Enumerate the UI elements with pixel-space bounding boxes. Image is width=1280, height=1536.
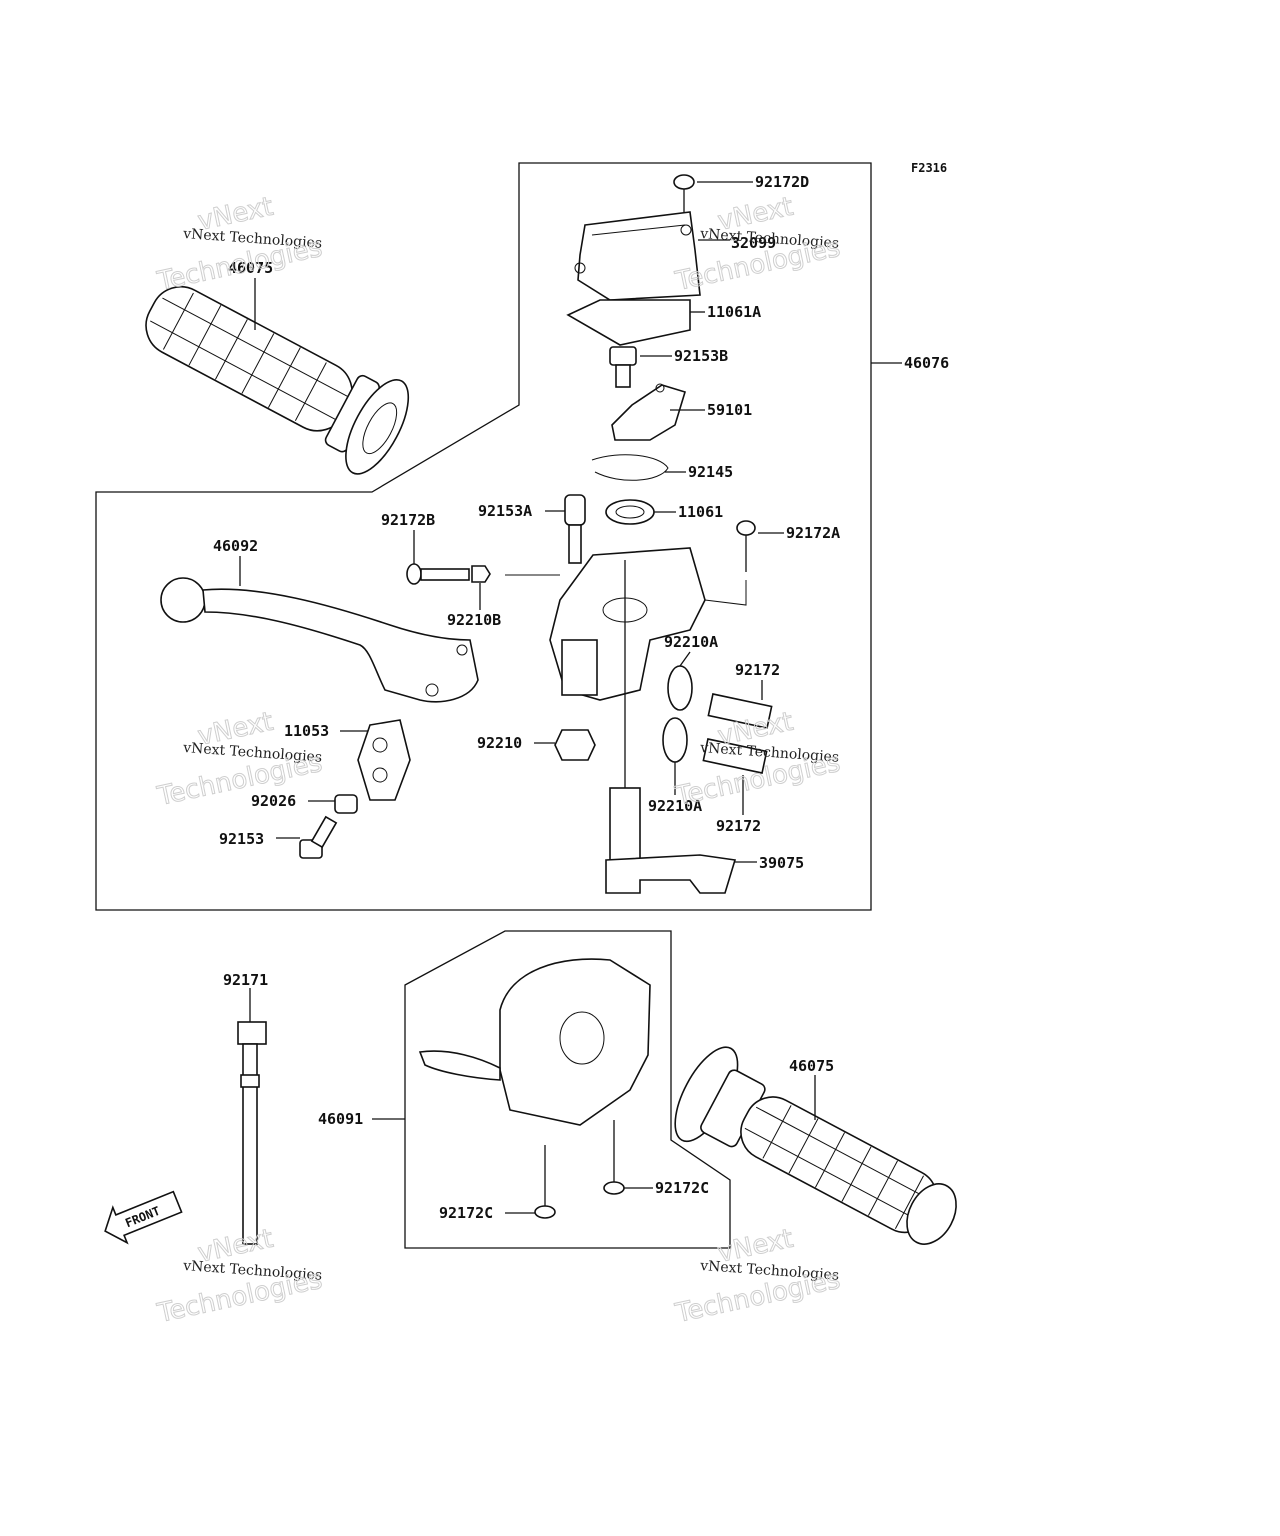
- label-92210A-top: 92210A: [664, 633, 718, 651]
- gasket: [566, 299, 691, 346]
- clamp-11053: [357, 719, 411, 801]
- label-92172A: 92172A: [786, 524, 840, 542]
- washer-11061: [605, 499, 655, 525]
- label-92172-bottom: 92172: [716, 817, 761, 835]
- assembly-outline: [95, 162, 872, 911]
- label-92210B: 92210B: [447, 611, 501, 629]
- label-92153A: 92153A: [478, 502, 532, 520]
- switch-cover: [574, 211, 701, 301]
- watermark-bottom-right: vNext vNext Technologies Technologies: [672, 1223, 844, 1329]
- label-92172D: 92172D: [755, 173, 809, 191]
- screw-92172A: [736, 520, 756, 572]
- screws-92172C: [534, 1120, 625, 1219]
- grip-top-left: [145, 286, 410, 475]
- screw-92172D: [673, 174, 695, 212]
- shaft-39075: [605, 560, 737, 894]
- grip-bottom-right: [674, 1046, 957, 1245]
- figure-code: F2316: [911, 161, 947, 175]
- label-92172C-right: 92172C: [655, 1179, 709, 1197]
- label-92172B: 92172B: [381, 511, 435, 529]
- bolt-92172B: [406, 563, 491, 585]
- strap-92171: [237, 988, 267, 1245]
- switch-housing: [418, 958, 651, 1126]
- collar-92026: [334, 794, 358, 814]
- watermark-bottom-left: vNext vNext Technologies Technologies: [154, 1223, 326, 1329]
- label-32099: 32099: [731, 234, 776, 252]
- label-92210A-bottom: 92210A: [648, 797, 702, 815]
- label-92210: 92210: [477, 734, 522, 752]
- watermark-mid-right: vNext vNext Technologies Technologies: [672, 706, 844, 812]
- bolt-92153: [299, 815, 338, 859]
- label-92172C-left: 92172C: [439, 1204, 493, 1222]
- label-92145: 92145: [688, 463, 733, 481]
- label-46075-bottom: 46075: [789, 1057, 834, 1075]
- clutch-lever: [160, 556, 479, 703]
- switch-outline: [404, 930, 731, 1249]
- label-92153B: 92153B: [674, 347, 728, 365]
- label-39075: 39075: [759, 854, 804, 872]
- watermark-top-right: vNext vNext Technologies Technologies: [672, 191, 844, 297]
- adjuster-92172: [702, 693, 773, 774]
- label-11061: 11061: [678, 503, 723, 521]
- label-92171: 92171: [223, 971, 268, 989]
- spring-92145: [591, 454, 669, 481]
- label-46075-top: 46075: [228, 259, 273, 277]
- label-11053: 11053: [284, 722, 329, 740]
- nut-92210: [554, 729, 596, 761]
- label-46092: 46092: [213, 537, 258, 555]
- lever-holder: [505, 547, 747, 701]
- bracket-59101: [611, 383, 686, 441]
- label-46091: 46091: [318, 1110, 363, 1128]
- bolt-92153A: [564, 494, 586, 564]
- adjuster-92210A: [662, 665, 693, 763]
- leader-lines: [276, 181, 902, 1214]
- bolt-92153B: [609, 346, 637, 388]
- label-11061A: 11061A: [707, 303, 761, 321]
- label-46076: 46076: [904, 354, 949, 372]
- watermark-mid-left: vNext vNext Technologies Technologies: [154, 706, 326, 812]
- label-59101: 59101: [707, 401, 752, 419]
- label-92026: 92026: [251, 792, 296, 810]
- front-arrow: FRONT: [104, 1190, 183, 1245]
- watermark-top-left: vNext vNext Technologies Technologies: [154, 191, 326, 297]
- label-92153: 92153: [219, 830, 264, 848]
- label-92172-top: 92172: [735, 661, 780, 679]
